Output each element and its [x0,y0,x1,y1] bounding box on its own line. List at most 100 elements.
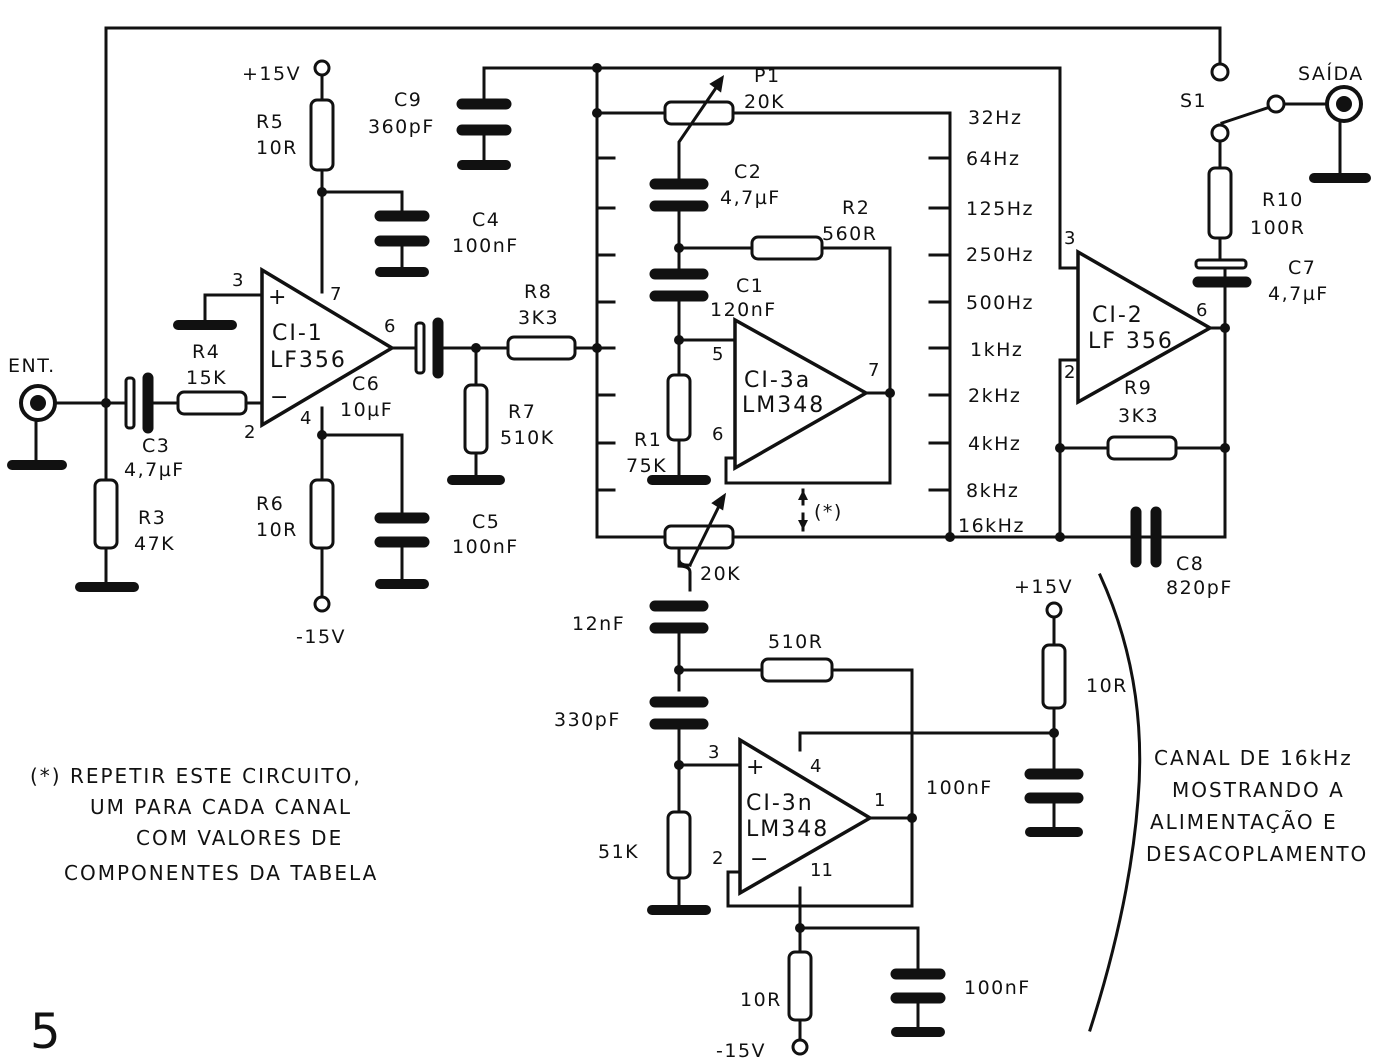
ground-symbols [75,160,1083,1037]
r4-value: 15K [186,367,227,389]
fig-number: 5 [30,1004,61,1060]
freq-label: 250Hz [966,244,1034,266]
c16a-value: 12nF [572,613,625,635]
note-line: COM VALORES DE [136,826,343,850]
r6-body [309,478,335,550]
ci2-part: LF 356 [1088,329,1174,354]
ci3a-part: LM348 [742,393,825,418]
ci3n-triangle [738,736,874,897]
ci3n-pin-2: 2 [712,848,723,869]
ci3n-plus: + [746,755,766,780]
ent-label: ENT. [8,355,56,377]
c3-value: 4,7µF [124,459,185,481]
r16a-value: 510R [768,631,823,653]
ci3n-pin-3: 3 [708,742,719,763]
c1-value: 120nF [710,299,777,321]
ci2-triangle [1076,248,1214,405]
c8-value: 820pF [1166,577,1233,599]
freq-label: 4kHz [968,433,1021,455]
c3-name: C3 [142,435,170,457]
ci3n-part: LM348 [746,817,829,842]
c5-value: 100nF [452,536,519,558]
note-line: COMPONENTES DA TABELA [64,861,378,885]
resistors [93,98,1233,1022]
r5-value: 10R [256,137,298,159]
c2-name: C2 [734,161,762,183]
r1-name: R1 [634,429,662,451]
c7-name: C7 [1288,257,1316,279]
freq-label: 1kHz [970,339,1023,361]
freq-label: 125Hz [966,198,1034,220]
ci1-triangle [260,266,396,429]
ci1-pin-7: 7 [330,284,341,305]
asterisk-marker: (*) [814,501,843,523]
saida-label: SAÍDA [1298,62,1364,85]
ci1-plus: + [268,285,288,310]
c9-name: C9 [394,89,422,111]
r16neg-body [787,950,813,1022]
note-text: (*) REPETIR ESTE CIRCUITO, UM PARA CADA … [30,764,378,885]
input-jack [7,384,67,470]
r8-body [506,335,577,361]
c6-name: C6 [352,373,380,395]
ci1-pin-3: 3 [232,270,243,291]
r5-name: R5 [256,111,284,133]
channel-line: CANAL DE 16kHz [1154,746,1353,770]
note-line: UM PARA CADA CANAL [90,795,352,819]
freq-label: 2kHz [968,385,1021,407]
r8-name: R8 [524,281,552,303]
c16pos-value: 100nF [926,777,993,799]
r7-name: R7 [508,401,536,423]
c4-name: C4 [472,209,500,231]
r3-value: 47K [134,533,175,555]
ci1-part: LF356 [270,348,347,373]
ci3a-pin-6: 6 [712,424,723,445]
r6-name: R6 [256,493,284,515]
ci1-pin-4: 4 [300,408,311,429]
r6-value: 10R [256,519,298,541]
ci1-name: CI-1 [272,321,324,346]
r16b-body [666,810,692,880]
c9-value: 360pF [368,116,435,138]
r16pos-value: 10R [1086,675,1128,697]
ci2-pin-2: 2 [1064,362,1075,383]
ci3n-pin-1: 1 [874,790,885,811]
r7-value: 510K [500,427,555,449]
channel-line: DESACOPLAMENTO [1146,842,1368,866]
ci2-pin-3: 3 [1064,228,1075,249]
junction-dots [101,63,1230,933]
p1-value: 20K [744,91,785,113]
frequency-labels: 32Hz 64Hz 125Hz 250Hz 500Hz 1kHz 2kHz 4k… [958,107,1034,537]
c8-name: C8 [1176,553,1204,575]
r10-name: R10 [1262,189,1304,211]
freq-label: 16kHz [958,515,1025,537]
note-line: (*) REPETIR ESTE CIRCUITO, [30,764,362,788]
r10-body [1207,166,1233,240]
r16neg-value: 10R [740,989,782,1011]
pot-arrows [677,75,808,568]
r9-value: 3K3 [1118,405,1159,427]
minus15-bottom-label: -15V [716,1040,766,1061]
channel-line: MOSTRANDO A [1172,778,1345,802]
c6-value: 10µF [340,399,393,421]
p1-name: P1 [754,65,781,87]
ci3n-pin-4: 4 [810,756,821,777]
c7-value: 4,7µF [1268,283,1329,305]
ci3n-minus: − [750,847,770,872]
r7-body [463,383,489,455]
r5-body [309,98,335,172]
c16neg-value: 100nF [964,977,1031,999]
freq-label: 64Hz [966,148,1020,170]
r1-body [666,373,692,442]
ci3a-pin-7: 7 [868,360,879,381]
s1-label: S1 [1180,90,1207,112]
freq-label: 500Hz [966,292,1034,314]
plus15-top-label: +15V [242,63,301,85]
r2-body [750,235,824,261]
capacitors [124,98,1252,1004]
r3-body [93,478,119,550]
r16pos-body [1041,643,1067,710]
ci2-name: CI-2 [1092,303,1144,328]
ci3n-name: CI-3n [746,791,814,816]
